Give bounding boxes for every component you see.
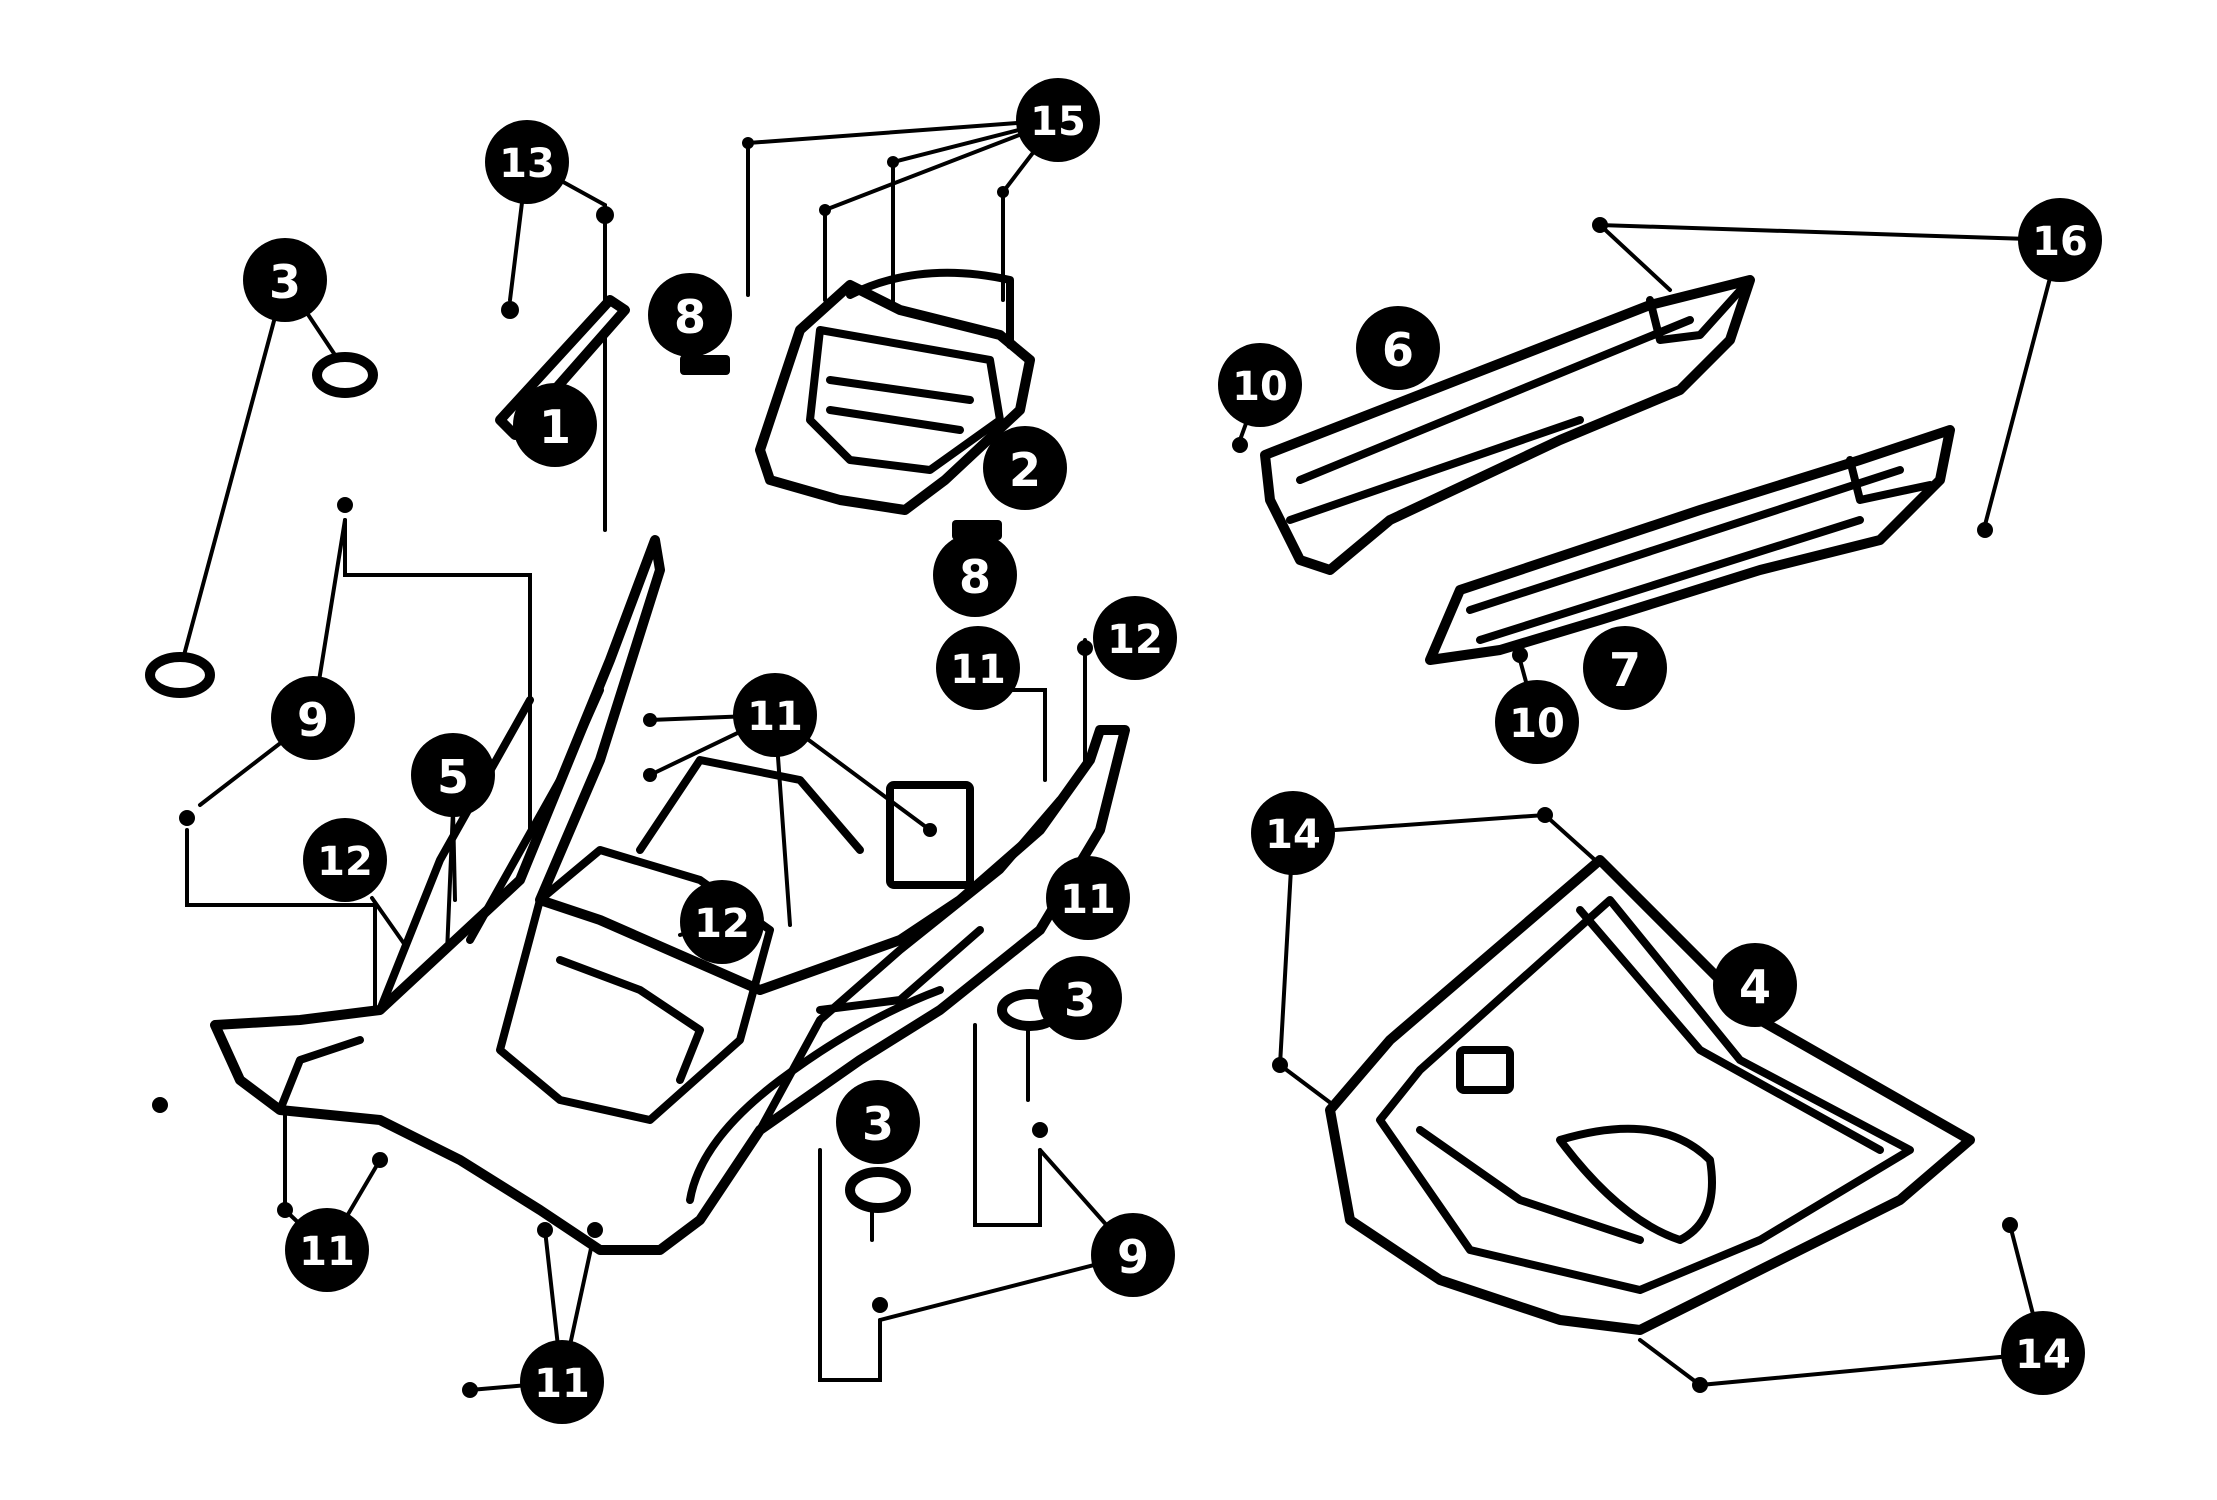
callout-badge — [2018, 198, 2102, 282]
callout-badge — [1046, 856, 1130, 940]
callout-c11d: 11 — [285, 1208, 369, 1292]
callout-number: 3 — [862, 1097, 894, 1151]
callout-number: 12 — [1107, 617, 1163, 663]
callout-c14a: 14 — [1251, 791, 1335, 875]
callout-c2: 2 — [983, 426, 1067, 510]
callout-badge — [648, 273, 732, 357]
callout-c9a: 9 — [271, 676, 355, 760]
callout-c16: 16 — [2018, 198, 2102, 282]
callout-c11e: 11 — [520, 1340, 604, 1424]
callout-badge — [1583, 626, 1667, 710]
callout-c11c: 11 — [1046, 856, 1130, 940]
callout-c6: 6 — [1356, 306, 1440, 390]
callout-number: 13 — [499, 141, 555, 187]
callout-c11b: 11 — [936, 626, 1020, 710]
callout-badge — [983, 426, 1067, 510]
callout-badge — [1713, 943, 1797, 1027]
callout-c10a: 10 — [1218, 343, 1302, 427]
callout-badge — [243, 238, 327, 322]
callout-c9b: 9 — [1091, 1213, 1175, 1297]
callout-number: 4 — [1739, 960, 1771, 1014]
callout-number: 12 — [317, 839, 373, 885]
callout-c10b: 10 — [1495, 680, 1579, 764]
callout-badge — [836, 1080, 920, 1164]
callout-number: 16 — [2032, 219, 2088, 265]
callout-number: 11 — [1060, 877, 1116, 923]
part-5-dashboard-frame — [210, 535, 1130, 1255]
callout-number: 11 — [534, 1361, 590, 1407]
callout-badge — [1038, 956, 1122, 1040]
callout-number: 12 — [694, 901, 750, 947]
callout-badge — [485, 120, 569, 204]
callout-labels: 1513381281661071011129115121211314439111… — [243, 78, 2102, 1424]
callout-c3c: 3 — [836, 1080, 920, 1164]
callout-number: 8 — [959, 550, 991, 604]
callout-c15: 15 — [1016, 78, 1100, 162]
callout-c12b: 12 — [303, 818, 387, 902]
callout-number: 15 — [1030, 99, 1086, 145]
callout-c3b: 3 — [1038, 956, 1122, 1040]
callout-badge — [1093, 596, 1177, 680]
callout-c3a: 3 — [243, 238, 327, 322]
callout-c5: 5 — [411, 733, 495, 817]
callout-badge — [1218, 343, 1302, 427]
callout-number: 6 — [1382, 323, 1414, 377]
callout-c13: 13 — [485, 120, 569, 204]
callout-number: 8 — [674, 290, 706, 344]
callout-badge — [1016, 78, 1100, 162]
callout-badge — [680, 880, 764, 964]
callout-number: 9 — [1117, 1230, 1149, 1284]
callout-number: 10 — [1509, 701, 1565, 747]
fasteners — [152, 137, 2018, 1398]
callout-badge — [2001, 1311, 2085, 1395]
callout-number: 11 — [299, 1229, 355, 1275]
callout-c12c: 12 — [680, 880, 764, 964]
callout-badge — [733, 673, 817, 757]
callout-number: 3 — [269, 255, 301, 309]
callout-number: 10 — [1232, 364, 1288, 410]
callout-number: 14 — [2015, 1332, 2071, 1378]
callout-badge — [936, 626, 1020, 710]
part-4-tray — [1325, 855, 1975, 1335]
callout-number: 11 — [950, 647, 1006, 693]
callout-badge — [1091, 1213, 1175, 1297]
callout-c11a: 11 — [733, 673, 817, 757]
callout-number: 2 — [1009, 443, 1041, 497]
callout-badge — [411, 733, 495, 817]
callout-c7: 7 — [1583, 626, 1667, 710]
callout-badge — [271, 676, 355, 760]
callout-badge — [520, 1340, 604, 1424]
callout-number: 14 — [1265, 812, 1321, 858]
callout-badge — [1356, 306, 1440, 390]
part-2-vent-housing — [755, 268, 1035, 515]
callout-badge — [285, 1208, 369, 1292]
callout-number: 11 — [747, 694, 803, 740]
callout-c12a: 12 — [1093, 596, 1177, 680]
callout-c8b: 8 — [933, 533, 1017, 617]
callout-number: 9 — [297, 693, 329, 747]
part-7-panel — [1425, 425, 1955, 665]
callout-badge — [303, 818, 387, 902]
callout-badge — [1495, 680, 1579, 764]
callout-c4: 4 — [1713, 943, 1797, 1027]
part-6-panel — [1260, 275, 1755, 575]
callout-c8a: 8 — [648, 273, 732, 357]
callout-number: 7 — [1609, 643, 1641, 697]
callout-c14b: 14 — [2001, 1311, 2085, 1395]
callout-badge — [1251, 791, 1335, 875]
callout-c1: 1 — [513, 383, 597, 467]
callout-badge — [933, 533, 1017, 617]
callout-number: 5 — [437, 750, 469, 804]
callout-badge — [513, 383, 597, 467]
callout-number: 3 — [1064, 973, 1096, 1027]
callout-number: 1 — [539, 400, 571, 454]
